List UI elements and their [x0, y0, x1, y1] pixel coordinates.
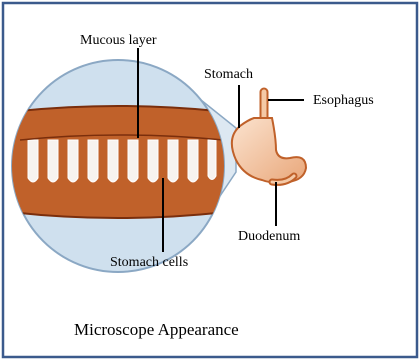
label-mucous-layer: Mucous layer [80, 34, 157, 48]
label-esophagus: Esophagus [313, 94, 374, 108]
tissue-section [10, 106, 226, 218]
label-stomach-cells: Stomach cells [110, 256, 188, 270]
label-duodenum: Duodenum [238, 230, 300, 244]
caption-text: Microscope Appearance [74, 321, 239, 338]
label-stomach: Stomach [204, 68, 253, 82]
